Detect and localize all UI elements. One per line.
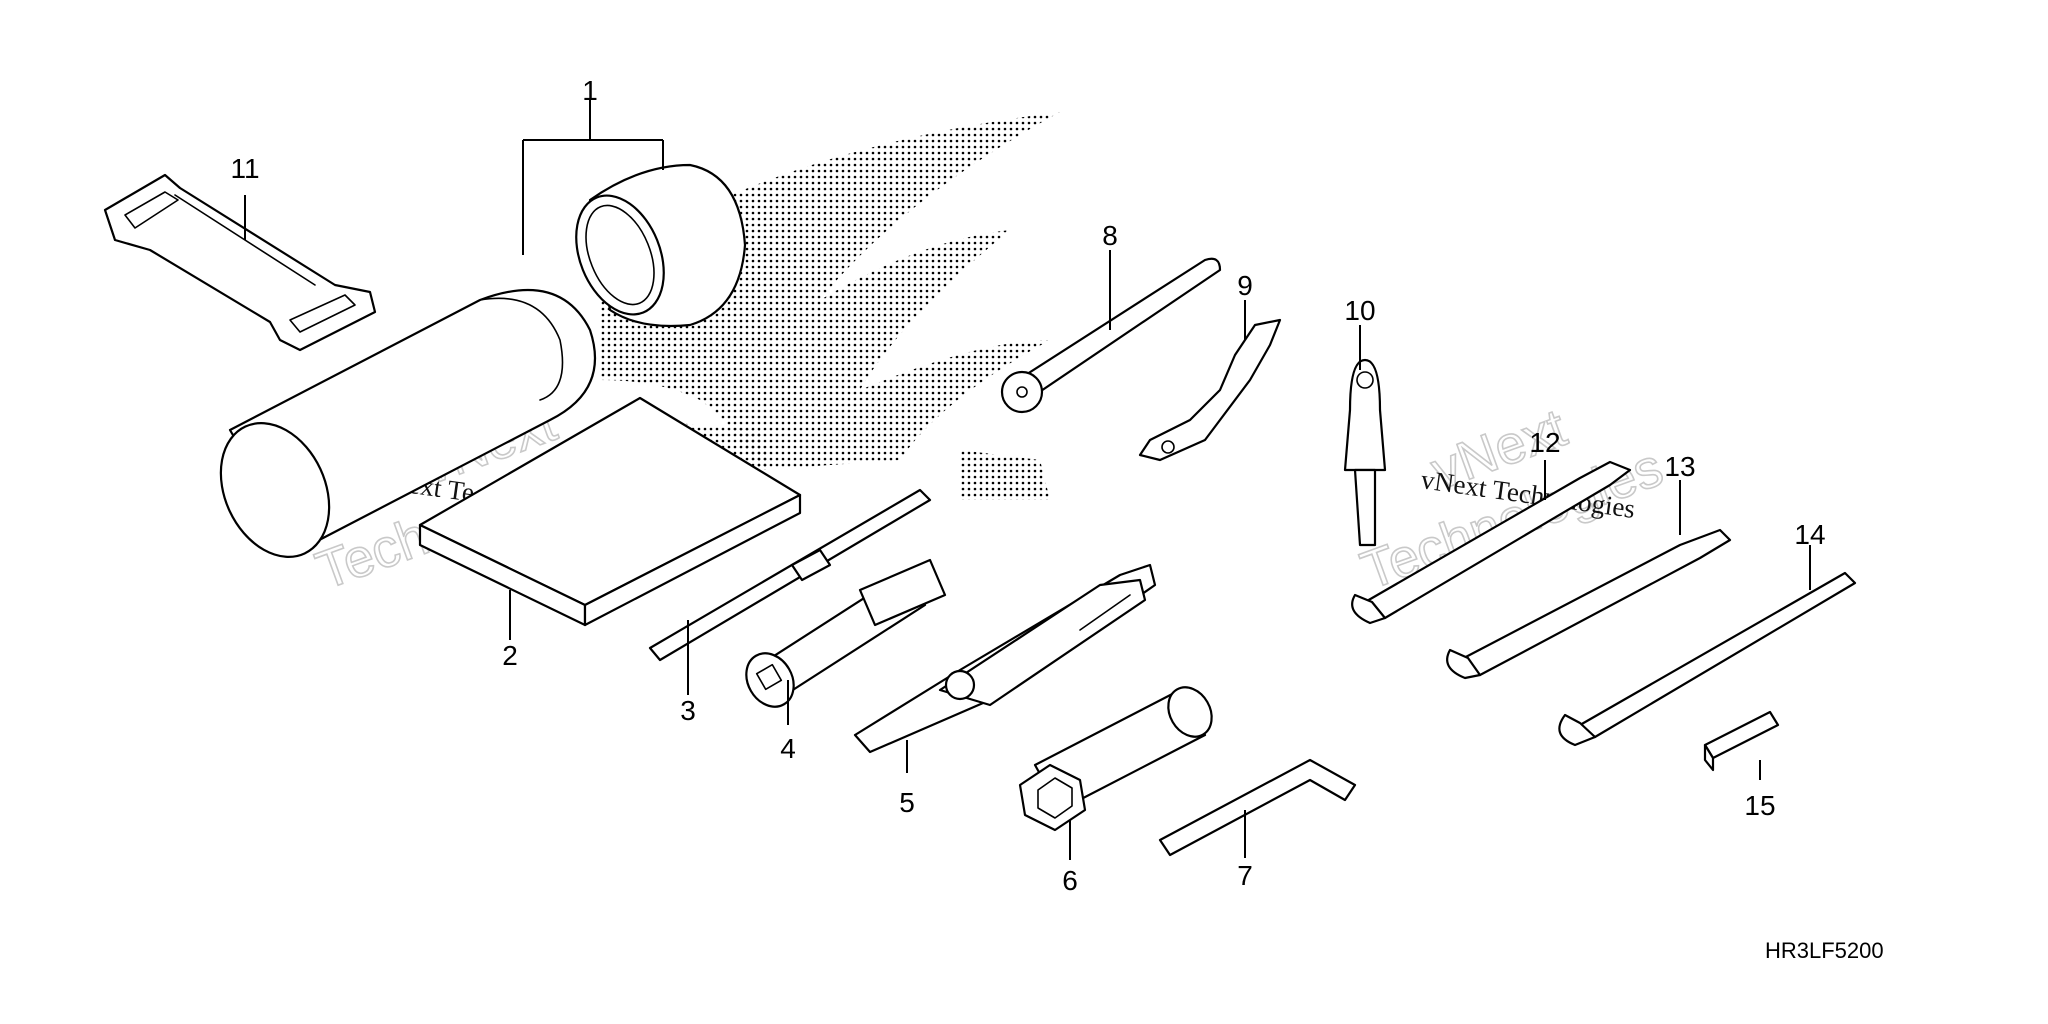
pin-spanner-part	[1000, 257, 1222, 414]
callout-10: 10	[1344, 295, 1375, 326]
wrench-13-part	[1446, 528, 1732, 680]
callout-14: 14	[1794, 519, 1825, 550]
callout-5: 5	[899, 787, 915, 818]
strap-part	[103, 173, 377, 352]
screwdriver-handle-part	[1343, 358, 1387, 547]
clip-part	[1703, 710, 1780, 772]
callout-4: 4	[780, 733, 796, 764]
pliers-part	[853, 563, 1157, 754]
callout-15: 15	[1744, 790, 1775, 821]
callout-3: 3	[680, 695, 696, 726]
callout-2: 2	[502, 640, 518, 671]
leader-lines	[244, 100, 1811, 860]
socket-driver-part	[745, 558, 947, 708]
plug-wrench-part	[1018, 686, 1213, 832]
wrench-14-part	[1558, 571, 1857, 747]
callout-13: 13	[1664, 451, 1695, 482]
booklet-part	[418, 396, 802, 627]
callout-6: 6	[1062, 865, 1078, 896]
callout-1: 1	[582, 75, 598, 106]
callout-7: 7	[1237, 860, 1253, 891]
wrench-12-part	[1351, 460, 1632, 625]
callout-11: 11	[230, 153, 259, 184]
callout-9: 9	[1237, 270, 1253, 301]
hook-spanner-part	[1138, 318, 1282, 462]
tool-case-part	[219, 163, 747, 558]
hex-key-part	[1158, 758, 1357, 857]
callout-8: 8	[1102, 220, 1118, 251]
callout-numbers: 1 2 3 4 5 6 7 8 9 10 11 12 13 14 15	[230, 75, 1825, 896]
screwdriver-bit-part	[648, 488, 932, 662]
callout-12: 12	[1529, 427, 1560, 458]
diagram-part-code: HR3LF5200	[1765, 938, 1884, 963]
